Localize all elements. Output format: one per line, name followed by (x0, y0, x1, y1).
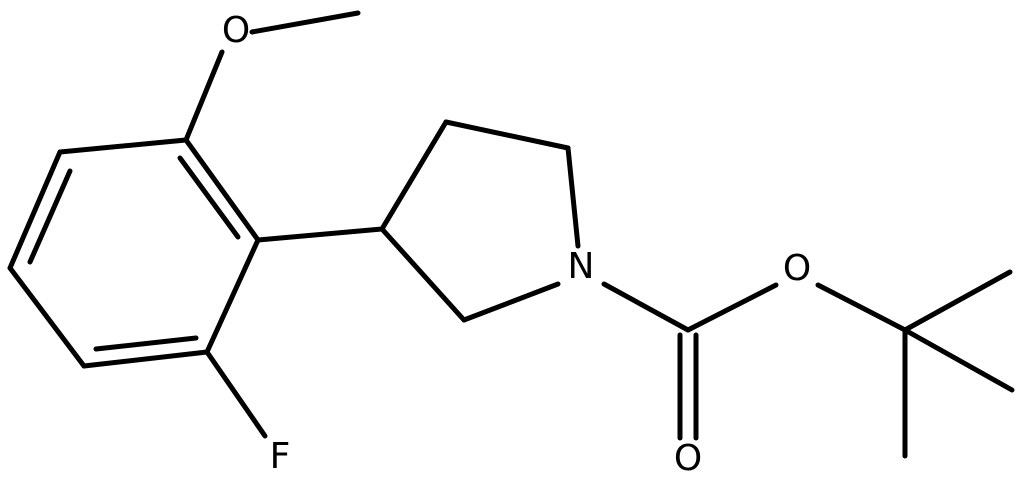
bond-ring-c6-c1 (183, 137, 261, 243)
bond-pyr-n-c2 (461, 281, 561, 323)
bond-ring-c3-c4 (7, 265, 87, 369)
atom-label-methoxy-oxygen: O (222, 10, 250, 51)
atom-label-ester-oxygen: O (783, 248, 811, 289)
bond-ring-c6-c1-inner (177, 155, 241, 240)
bond-pyr-c4-c5 (443, 119, 571, 151)
bond-ring-c4-c5 (81, 349, 210, 369)
bond-n-carbonyl (601, 281, 691, 333)
bond-ring-c1-c2 (57, 137, 189, 155)
bond-pyr-c3-c4 (379, 119, 449, 232)
bond-o-tbutyl (815, 282, 908, 333)
atom-label-fluorine: F (270, 436, 291, 477)
bond-o-aryl (183, 49, 225, 143)
atom-label-carbonyl-oxygen: O (674, 438, 702, 479)
bond-tbutyl-me2 (902, 327, 1015, 393)
bond-aryl-pyrrolidine (255, 226, 385, 243)
atom-label-nitrogen: N (568, 246, 595, 287)
bond-ring-c4-c5-inner (93, 335, 199, 352)
bond-ring-c5-c6 (204, 237, 261, 355)
bond-ring-c2-c3 (7, 149, 63, 271)
bond-carbonyl-o-ester (685, 282, 779, 333)
bond-pyr-c5-n (565, 145, 581, 249)
bond-ring-c2-c3-inner (27, 168, 73, 265)
bond-methyl-o (249, 10, 361, 35)
bond-pyr-c2-c3 (379, 226, 467, 323)
bond-c-f (204, 349, 268, 439)
bond-tbutyl-me1 (902, 269, 1013, 333)
